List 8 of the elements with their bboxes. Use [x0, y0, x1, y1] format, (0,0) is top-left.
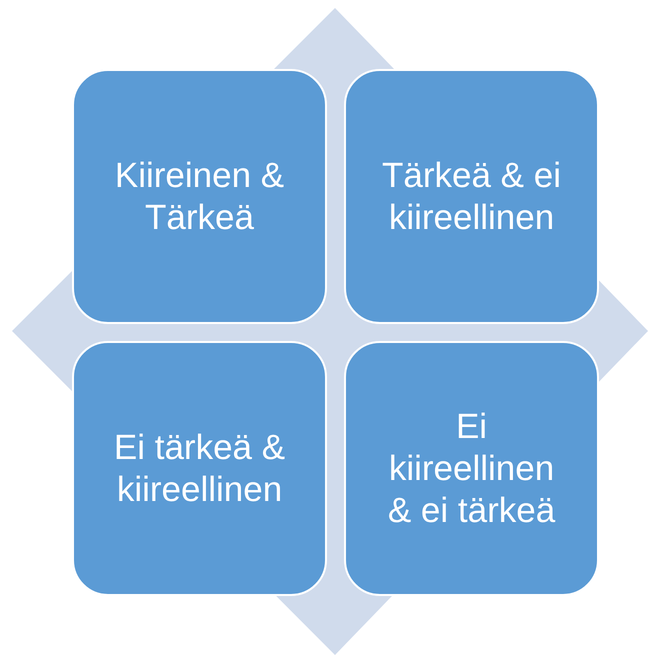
quadrant-label: Ei kiireellinen & ei tärkeä	[386, 406, 556, 532]
quadrant-label: Tärkeä & ei kiireellinen	[381, 154, 562, 238]
quadrant-box	[344, 341, 599, 596]
quadrant-label: Ei tärkeä & kiireellinen	[112, 426, 286, 510]
quadrant-box	[344, 69, 599, 324]
quadrant-box	[72, 341, 327, 596]
quadrant-box	[72, 69, 327, 324]
quadrant-label: Kiireinen & Tärkeä	[114, 154, 286, 238]
